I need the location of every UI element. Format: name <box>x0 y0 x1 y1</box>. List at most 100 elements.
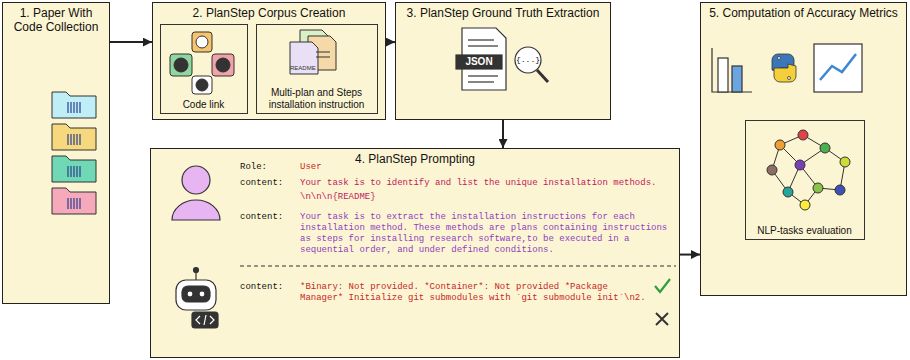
repo-icon-part <box>170 54 192 76</box>
graph-network-icon-part <box>795 160 805 170</box>
json-document-icon-part <box>468 39 494 40</box>
stage-box: 1. Paper With Code Collection <box>2 2 110 304</box>
prompt-text: content: <box>240 282 296 293</box>
robot-icon-part <box>195 272 196 280</box>
file-icon-part <box>308 36 336 70</box>
graph-network-icon-part <box>820 143 830 153</box>
graph-network-icon-part <box>775 140 785 150</box>
graph-network-icon-part-part <box>780 145 800 165</box>
file-icon-part <box>316 52 330 53</box>
prompt-text: *Binary: Not provided. *Container*: Not … <box>300 282 650 304</box>
stage-title: 4. PlanStep Prompting <box>151 149 679 169</box>
python-logo-part <box>772 54 794 72</box>
graph-network-icon-part-part <box>772 145 780 170</box>
robot-icon-part <box>176 280 216 310</box>
robot-icon-part <box>192 312 218 328</box>
icon-label: JSON <box>458 56 500 68</box>
folder-icon-part-part <box>73 198 74 209</box>
folder-icon-part <box>52 156 96 182</box>
box-caption: Code link <box>161 97 247 113</box>
robot-icon-part <box>199 291 205 297</box>
folder-icon-part-part <box>73 102 74 113</box>
graph-network-icon-part <box>772 135 845 205</box>
repo-icon-part <box>212 54 234 76</box>
user-icon <box>172 166 220 220</box>
json-document-icon-part <box>456 55 502 69</box>
repo-icon-part <box>192 32 212 52</box>
graph-network-icon-part-part <box>805 188 818 205</box>
json-document-icon-part <box>515 47 541 73</box>
prompt-text: \n\n\n{README} <box>300 192 500 203</box>
graph-network-icon-part-part <box>840 162 845 190</box>
repo-icon-part <box>196 36 208 48</box>
sub-box: NLP-tasks evaluation <box>745 120 865 240</box>
box-caption: Multi-plan and Steps installation instru… <box>257 85 377 113</box>
stage-box: 3. PlanStep Ground Truth Extraction <box>395 2 611 120</box>
folder-icon-part-part <box>67 134 68 145</box>
robot-icon <box>176 268 218 329</box>
sub-box: Multi-plan and Steps installation instru… <box>256 24 378 114</box>
prompt-text: Role: <box>240 162 290 173</box>
folder-icon-part <box>68 102 80 113</box>
box-caption: NLP-tasks evaluation <box>746 223 864 239</box>
bar-chart-icon <box>712 48 752 92</box>
robot-icon-part <box>196 315 214 325</box>
prompt-text: Your task is to identify and list the un… <box>300 178 680 189</box>
prompt-text: User <box>300 162 360 173</box>
file-icon-part <box>316 57 330 58</box>
bar-chart-icon-part <box>718 58 728 92</box>
json-document-icon-part <box>537 70 548 82</box>
folder-icon-part-part <box>79 134 80 145</box>
folder-icon-part-part <box>70 198 71 209</box>
folder-icon <box>52 92 96 118</box>
bar-chart-icon-part <box>712 48 752 92</box>
folder-icon-part-part <box>79 102 80 113</box>
folder-icon-part <box>52 124 96 150</box>
graph-network-icon-part <box>840 157 850 167</box>
graph-network-icon-part-part <box>800 165 818 188</box>
stage-box: 5. Computation of Accuracy MetricsNLP-ta… <box>700 2 907 296</box>
line-chart-icon-part <box>814 44 862 92</box>
icon-label: {...} <box>515 55 541 65</box>
graph-network-icon-part-part <box>818 188 840 190</box>
stage-title: 5. Computation of Accuracy Metrics <box>701 3 906 23</box>
flow-arrow <box>502 120 504 148</box>
repo-icon-part <box>174 58 188 72</box>
folder-icon-part-part <box>70 102 71 113</box>
json-document-icon-part <box>468 81 494 82</box>
folder-icon-part-part <box>67 102 68 113</box>
repo-icon <box>170 32 234 94</box>
graph-network-icon-part <box>813 183 823 193</box>
folder-icon-part-part <box>67 166 68 177</box>
user-icon-part <box>172 200 220 220</box>
flow-arrow <box>386 41 395 43</box>
folder-icon-part <box>68 198 80 209</box>
python-logo <box>772 54 796 82</box>
cross-mark <box>656 313 668 325</box>
folder-icon <box>52 188 96 214</box>
flow-arrow <box>680 254 700 256</box>
sub-box: Code link <box>160 24 248 114</box>
folder-icon-part-part <box>79 198 80 209</box>
repo-icon-part <box>196 79 208 91</box>
graph-network-icon-part-part <box>803 135 825 148</box>
graph-network-icon-part-part <box>800 148 825 165</box>
python-logo-part <box>788 77 791 80</box>
user-icon-part <box>182 166 210 194</box>
icon-label: README <box>290 64 330 72</box>
folder-icon-part <box>68 166 80 177</box>
folder-icon-part-part <box>79 166 80 177</box>
graph-network-icon <box>767 130 850 210</box>
json-document-icon <box>456 28 548 90</box>
prompt-text: Your task is to extract the installation… <box>300 212 676 256</box>
flow-arrow <box>110 41 152 43</box>
python-logo-part <box>774 64 796 82</box>
folder-icon <box>52 124 96 150</box>
graph-network-icon-part <box>800 200 810 210</box>
graph-network-icon-part-part <box>788 192 805 205</box>
graph-network-icon-part <box>783 187 793 197</box>
repo-icon-part <box>216 58 230 72</box>
folder-icon-part-part <box>73 134 74 145</box>
prompt-text: content: <box>240 212 296 223</box>
folder-icon-part <box>52 92 96 118</box>
